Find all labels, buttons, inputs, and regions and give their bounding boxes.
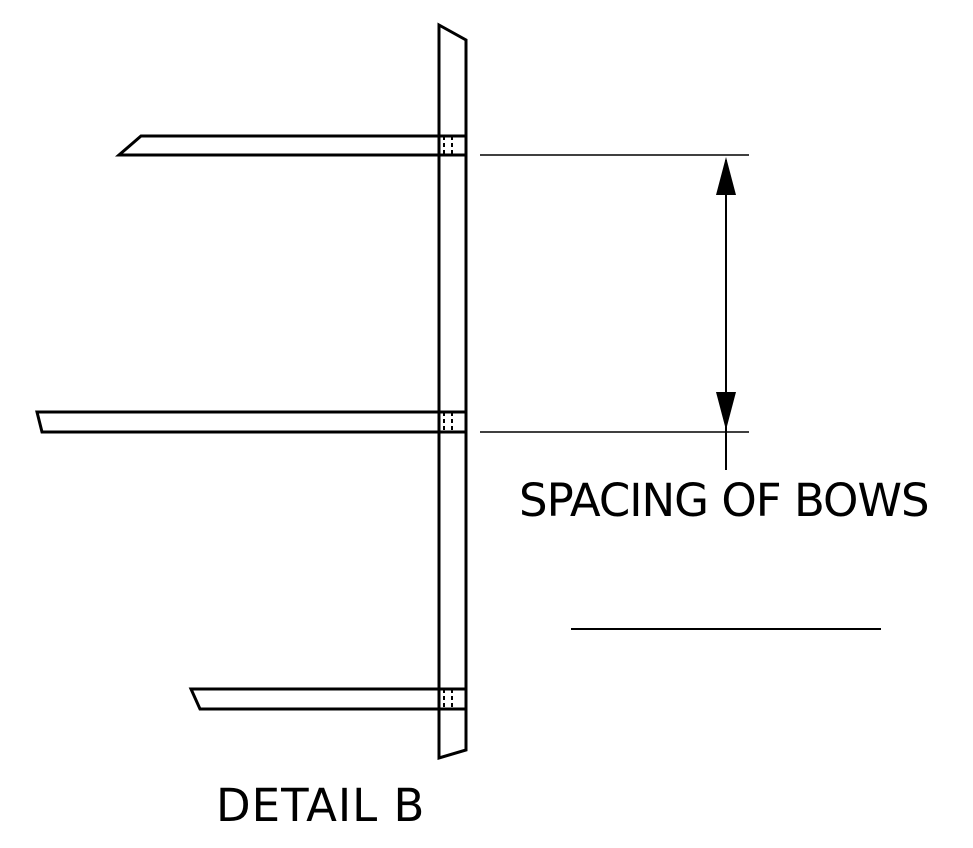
- answer-blank-line: [571, 628, 881, 630]
- arrowhead-down-icon: [716, 392, 736, 430]
- detail-title: DETAIL B: [216, 779, 426, 832]
- vertical-post: [437, 22, 468, 761]
- bow-bottom: [188, 687, 468, 711]
- arrowhead-up-icon: [716, 157, 736, 195]
- bow-top: [114, 134, 468, 157]
- dimension-label: SPACING OF BOWS: [519, 474, 930, 527]
- bow-middle: [35, 410, 468, 434]
